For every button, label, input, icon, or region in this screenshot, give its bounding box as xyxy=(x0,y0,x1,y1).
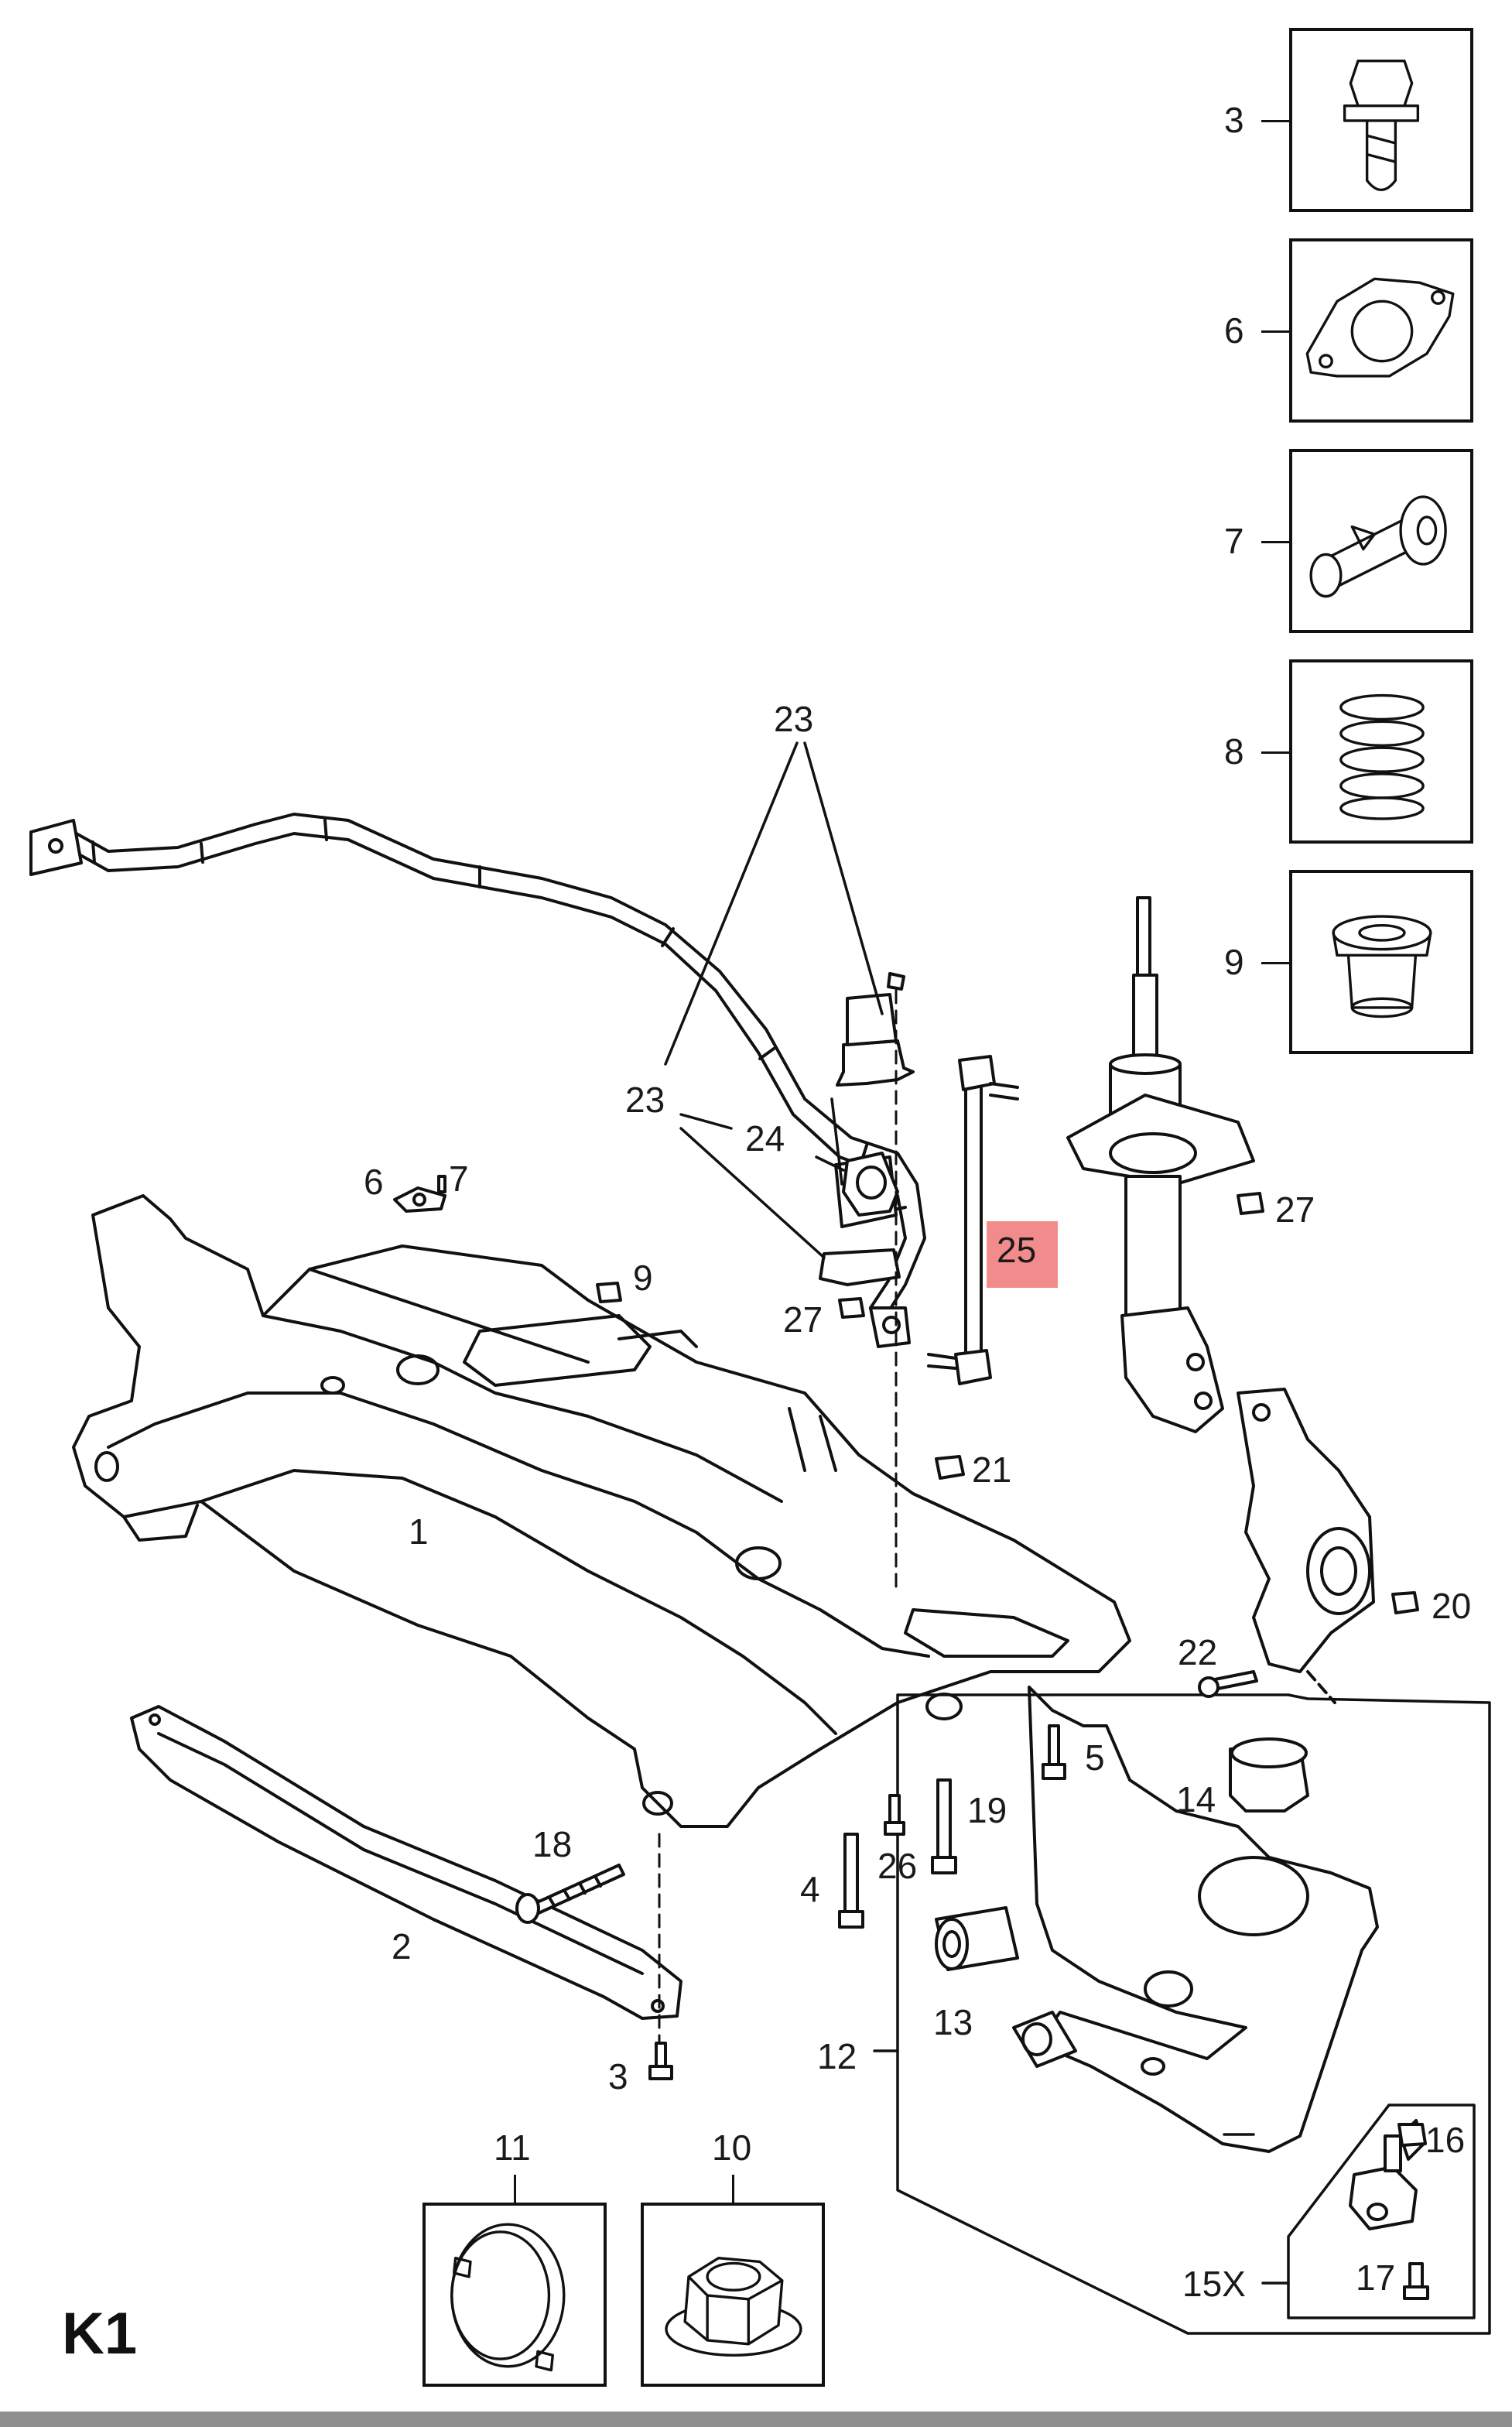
bushing-14 xyxy=(1229,1737,1309,1813)
coil-spring-icon xyxy=(1339,693,1425,820)
side-label-8: 8 xyxy=(1224,731,1244,772)
side-label-3: 3 xyxy=(1224,100,1244,140)
label-27-left: 27 xyxy=(783,1299,823,1340)
cover-cap-icon xyxy=(450,2223,566,2372)
label-2: 2 xyxy=(392,1926,412,1967)
label-14: 14 xyxy=(1176,1779,1216,1819)
lower-control-arm xyxy=(1012,1686,1379,2153)
leader-8 xyxy=(1261,751,1289,754)
plate-6 xyxy=(393,1186,446,1213)
side-label-6: 6 xyxy=(1224,310,1244,351)
bolt-3-lower xyxy=(648,2042,673,2080)
leader-7 xyxy=(1261,541,1289,543)
bolt-4 xyxy=(838,1833,864,1929)
bolt-22 xyxy=(1198,1670,1258,1698)
side-label-7: 7 xyxy=(1224,521,1244,561)
mounting-plate-icon xyxy=(1305,277,1455,378)
cross-member-2 xyxy=(130,1705,682,2020)
label-24: 24 xyxy=(745,1118,785,1159)
label-leaders xyxy=(664,741,1290,2285)
leader-6 xyxy=(1261,330,1289,333)
label-20: 20 xyxy=(1432,1586,1472,1626)
part-box-3 xyxy=(1289,28,1473,212)
nut-27-left xyxy=(838,1297,865,1319)
stabilizer-link-25 xyxy=(927,1055,1019,1385)
label-4: 4 xyxy=(800,1869,820,1909)
leader-3 xyxy=(1261,120,1289,122)
label-7: 7 xyxy=(449,1159,469,1199)
label-19: 19 xyxy=(967,1790,1007,1830)
label-25: 25 xyxy=(997,1230,1037,1270)
label-5: 5 xyxy=(1085,1737,1105,1778)
bolt-17 xyxy=(1403,2262,1429,2300)
bottom-label-10: 10 xyxy=(712,2127,752,2168)
nut-16 xyxy=(1397,2123,1427,2147)
part-box-7 xyxy=(1289,449,1473,633)
label-23-lower: 23 xyxy=(625,1080,665,1120)
label-21: 21 xyxy=(972,1450,1012,1490)
nut-9 xyxy=(596,1282,622,1303)
bushing-13 xyxy=(935,1906,1019,1971)
steering-knuckle xyxy=(1237,1388,1375,1673)
leader-10 xyxy=(732,2175,734,2203)
bottom-bar xyxy=(0,2412,1512,2427)
label-9: 9 xyxy=(633,1258,653,1298)
rubber-bushing-24 xyxy=(842,1152,899,1217)
bolt-18 xyxy=(515,1864,625,1924)
part-box-9 xyxy=(1289,870,1473,1054)
part-box-8 xyxy=(1289,659,1473,844)
label-1: 1 xyxy=(409,1511,429,1552)
label-23-top: 23 xyxy=(774,699,814,739)
highlight-marker-25 xyxy=(987,1221,1058,1288)
leader-11 xyxy=(514,2175,516,2203)
part-box-10 xyxy=(641,2203,825,2387)
label-13: 13 xyxy=(933,2002,973,2042)
nut-27-right xyxy=(1237,1192,1264,1215)
hex-nut-icon xyxy=(665,2256,802,2357)
subframe-1 xyxy=(72,1194,1131,1828)
strut-assembly xyxy=(1066,896,1255,1433)
label-17: 17 xyxy=(1356,2258,1396,2298)
leader-9 xyxy=(1261,962,1289,964)
label-16: 16 xyxy=(1425,2120,1466,2160)
knuckle-leader xyxy=(1306,1670,1336,1704)
control-arm-box xyxy=(896,1693,1491,2335)
label-15x: 15X xyxy=(1182,2264,1246,2304)
bump-stop-icon xyxy=(1332,915,1432,1018)
side-label-9: 9 xyxy=(1224,942,1244,982)
flange-bolt-icon xyxy=(1343,59,1420,192)
bolt-5 xyxy=(1042,1724,1066,1780)
label-18: 18 xyxy=(532,1824,573,1864)
ball-joint-box xyxy=(1287,2104,1476,2319)
page-id: K1 xyxy=(62,2301,138,2367)
nut-21 xyxy=(935,1455,965,1480)
label-22: 22 xyxy=(1178,1632,1218,1672)
pin-7 xyxy=(437,1175,446,1193)
label-27-right: 27 xyxy=(1275,1190,1315,1230)
label-12: 12 xyxy=(817,2036,857,2076)
part-box-11 xyxy=(422,2203,607,2387)
bolt-26 xyxy=(884,1794,905,1836)
nut-20 xyxy=(1391,1591,1419,1614)
label-6: 6 xyxy=(364,1162,384,1202)
label-26: 26 xyxy=(877,1846,918,1886)
label-3: 3 xyxy=(608,2056,628,2097)
part-box-6 xyxy=(1289,238,1473,423)
bottom-label-11: 11 xyxy=(494,2127,531,2168)
bolt-19 xyxy=(931,1778,957,1874)
